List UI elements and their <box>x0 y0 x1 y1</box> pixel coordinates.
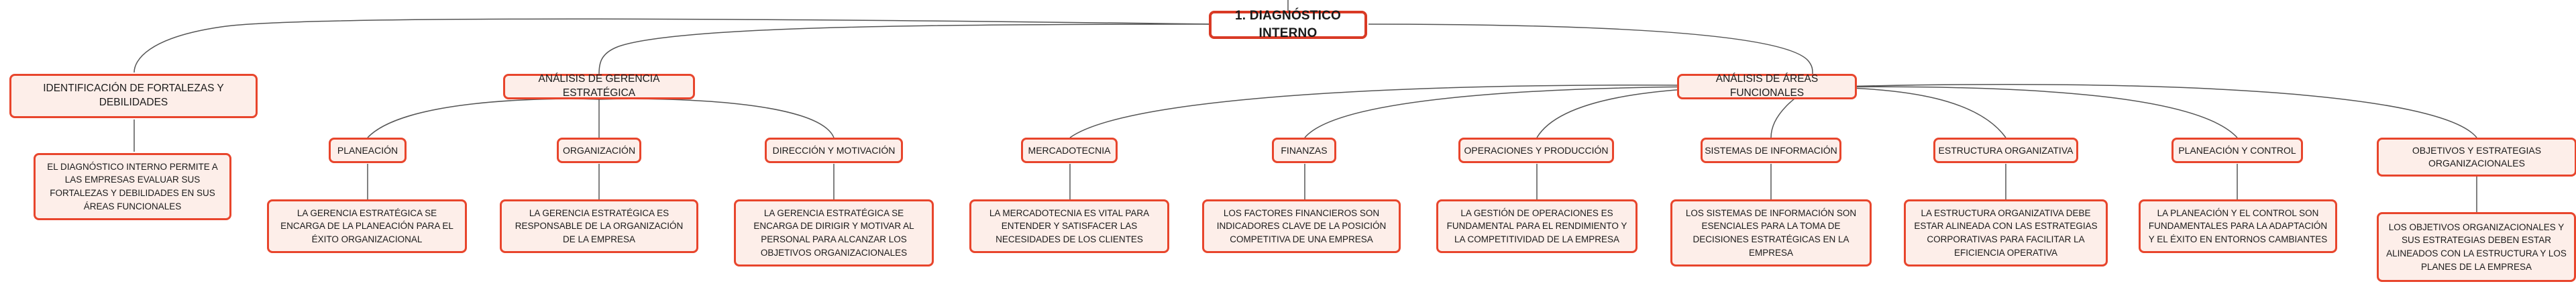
description-operaciones-produccion[interactable]: LA GESTIÓN DE OPERACIONES ES FUNDAMENTAL… <box>1436 199 1638 253</box>
branch-fortalezas-debilidades[interactable]: IDENTIFICACIÓN DE FORTALEZAS Y DEBILIDAD… <box>9 74 258 118</box>
description-finanzas[interactable]: LOS FACTORES FINANCIEROS SON INDICADORES… <box>1202 199 1401 253</box>
description-estructura-organizativa[interactable]: LA ESTRUCTURA ORGANIZATIVA DEBE ESTAR AL… <box>1904 199 2108 267</box>
branch-areas-funcionales[interactable]: ANÁLISIS DE ÁREAS FUNCIONALES <box>1677 73 1857 99</box>
topic-objetivos-estrategias[interactable]: OBJETIVOS Y ESTRATEGIAS ORGANIZACIONALES <box>2377 138 2576 177</box>
description-fortalezas-debilidades[interactable]: EL DIAGNÓSTICO INTERNO PERMITE A LAS EMP… <box>34 153 231 220</box>
topic-organizacion[interactable]: ORGANIZACIÓN <box>557 138 641 163</box>
topic-estructura-organizativa[interactable]: ESTRUCTURA ORGANIZATIVA <box>1933 138 2078 163</box>
topic-planeacion[interactable]: PLANEACIÓN <box>329 138 407 163</box>
topic-planeacion-control[interactable]: PLANEACIÓN Y CONTROL <box>2171 138 2303 163</box>
description-mercadotecnia[interactable]: LA MERCADOTECNIA ES VITAL PARA ENTENDER … <box>969 199 1169 253</box>
description-sistemas-informacion[interactable]: LOS SISTEMAS DE INFORMACIÓN SON ESENCIAL… <box>1670 199 1872 267</box>
topic-operaciones-produccion[interactable]: OPERACIONES Y PRODUCCIÓN <box>1458 138 1614 163</box>
description-planeacion-control[interactable]: LA PLANEACIÓN Y EL CONTROL SON FUNDAMENT… <box>2139 199 2337 253</box>
topic-direccion-motivacion[interactable]: DIRECCIÓN Y MOTIVACIÓN <box>765 138 903 163</box>
root-node[interactable]: 1. DIAGNÓSTICO INTERNO <box>1209 9 1367 40</box>
topic-finanzas[interactable]: FINANZAS <box>1272 138 1336 163</box>
description-organizacion[interactable]: LA GERENCIA ESTRATÉGICA ES RESPONSABLE D… <box>500 199 698 253</box>
branch-gerencia-estrategica[interactable]: ANÁLISIS DE GERENCIA ESTRATÉGICA <box>503 73 695 99</box>
description-objetivos-estrategias[interactable]: LOS OBJETIVOS ORGANIZACIONALES Y SUS EST… <box>2377 212 2576 282</box>
topic-mercadotecnia[interactable]: MERCADOTECNIA <box>1021 138 1118 163</box>
description-direccion-motivacion[interactable]: LA GERENCIA ESTRATÉGICA SE ENCARGA DE DI… <box>734 199 934 267</box>
topic-sistemas-informacion[interactable]: SISTEMAS DE INFORMACIÓN <box>1701 138 1841 163</box>
description-planeacion[interactable]: LA GERENCIA ESTRATÉGICA SE ENCARGA DE LA… <box>267 199 467 253</box>
